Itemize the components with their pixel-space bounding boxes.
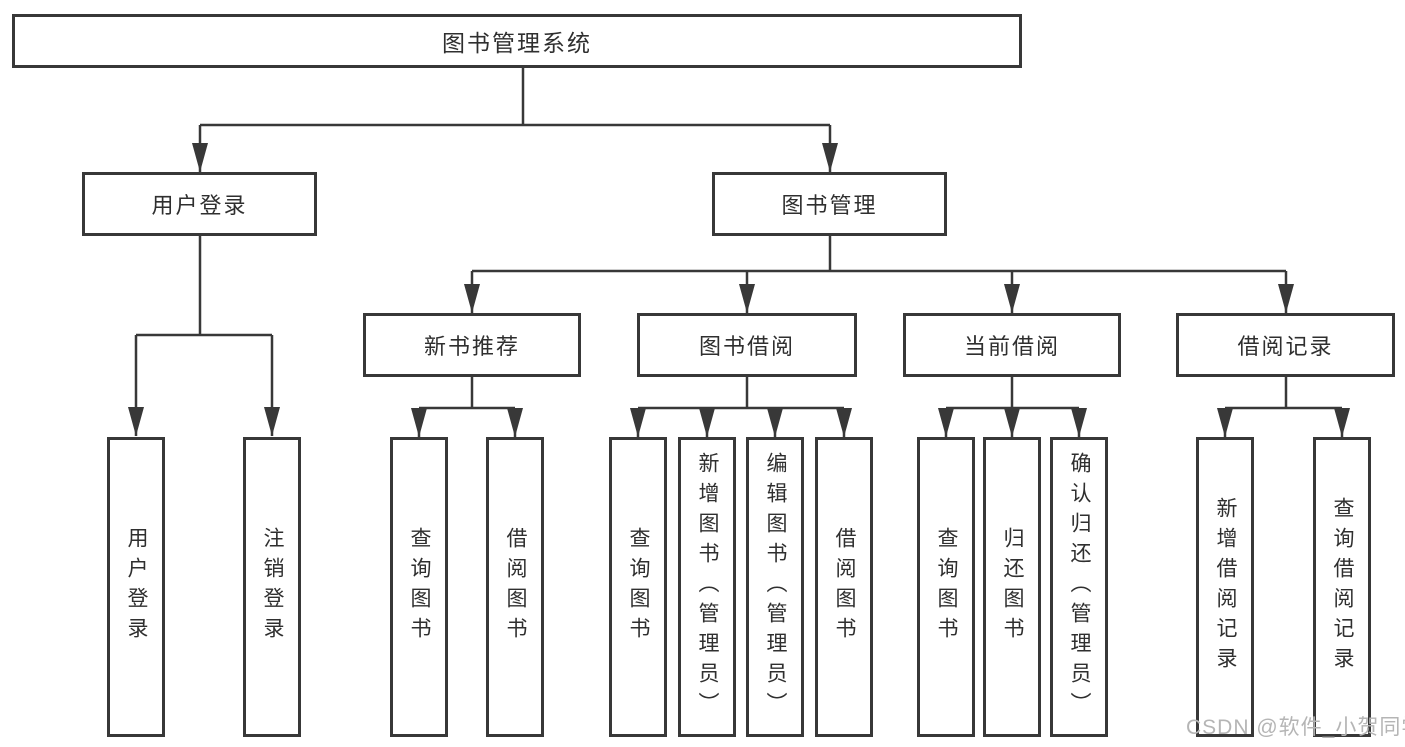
node-leaf-return-books: 归还图书 xyxy=(983,437,1041,737)
node-leaf-newrec-borrow-books: 借阅图书 xyxy=(486,437,544,737)
node-leaf-edit-books-admin: 编辑图书（管理员） xyxy=(746,437,804,737)
node-borrow-records: 借阅记录 xyxy=(1176,313,1395,377)
node-root-system: 图书管理系统 xyxy=(12,14,1022,68)
node-current-borrow: 当前借阅 xyxy=(903,313,1121,377)
node-leaf-query-borrow-record: 查询借阅记录 xyxy=(1313,437,1371,737)
csdn-watermark: CSDN @软件_小贺同学 xyxy=(1186,716,1405,739)
node-new-book-recommend: 新书推荐 xyxy=(363,313,581,377)
node-book-management-module: 图书管理 xyxy=(712,172,947,236)
node-book-borrow: 图书借阅 xyxy=(637,313,857,377)
node-leaf-add-books-admin: 新增图书（管理员） xyxy=(678,437,736,737)
node-leaf-user-login: 用户登录 xyxy=(107,437,165,737)
node-leaf-borrow-books: 借阅图书 xyxy=(815,437,873,737)
node-leaf-borrow-query-books: 查询图书 xyxy=(609,437,667,737)
node-leaf-add-borrow-record: 新增借阅记录 xyxy=(1196,437,1254,737)
node-user-login-module: 用户登录 xyxy=(82,172,317,236)
node-leaf-logout: 注销登录 xyxy=(243,437,301,737)
node-leaf-confirm-return-admin: 确认归还（管理员） xyxy=(1050,437,1108,737)
node-leaf-newrec-query-books: 查询图书 xyxy=(390,437,448,737)
node-leaf-current-query-books: 查询图书 xyxy=(917,437,975,737)
